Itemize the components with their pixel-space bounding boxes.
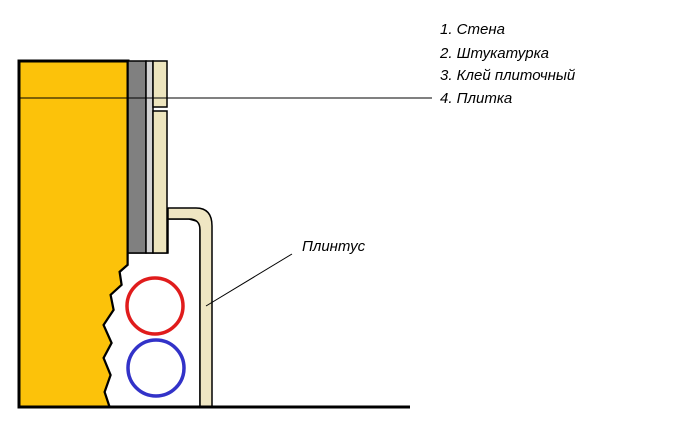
cold-pipe-icon — [126, 338, 186, 398]
tile-adhesive-layer — [145, 60, 154, 254]
baseboard-leader-line — [205, 253, 293, 307]
tile-piece-upper — [152, 60, 168, 108]
legend-item-tile: 4. Плитка — [440, 90, 512, 107]
hot-pipe-icon — [125, 276, 185, 336]
plaster-layer — [127, 60, 147, 254]
legend-item-wall: 1. Стена — [440, 21, 505, 38]
legend-item-adhesive: 3. Клей плиточный — [440, 67, 576, 84]
tile-piece-lower — [152, 110, 168, 254]
legend-item-plaster: 2. Штукатурка — [439, 45, 549, 62]
baseboard-label: Плинтус — [302, 238, 366, 255]
